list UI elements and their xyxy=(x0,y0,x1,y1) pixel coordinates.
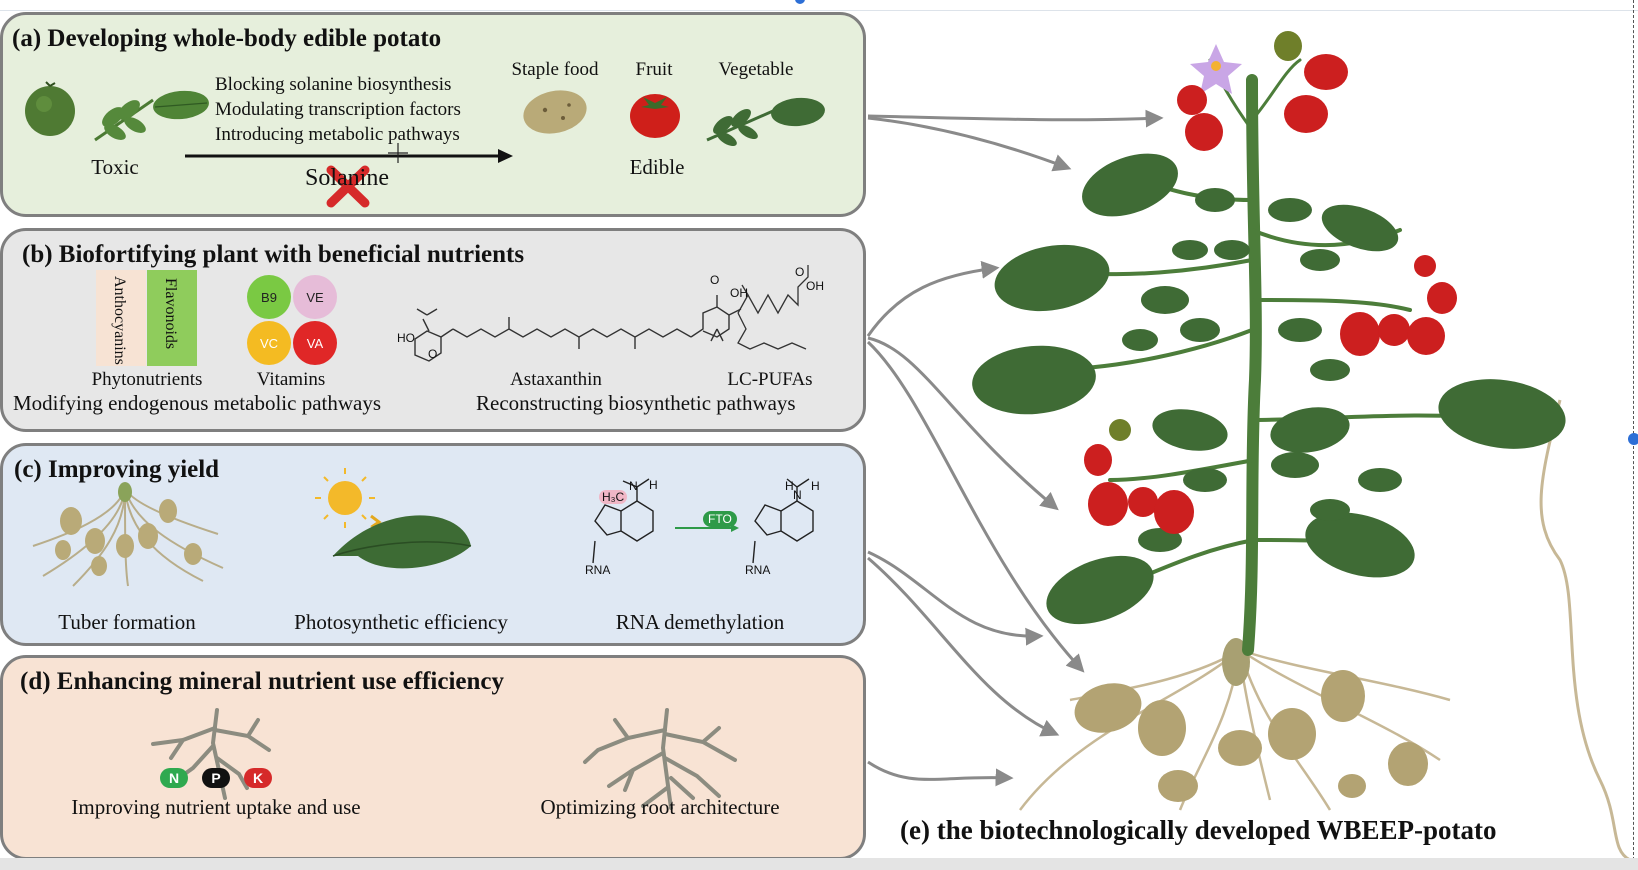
mol-label-o2: O xyxy=(710,273,720,287)
root-architecture-label: Optimizing root architecture xyxy=(540,795,780,819)
tuber-formation-label: Tuber formation xyxy=(58,610,196,634)
panel-d-mineral-nutrient: (d) Enhancing mineral nutrient use effic… xyxy=(0,655,866,860)
crosshair-cursor-icon xyxy=(388,143,408,163)
anthocyanins-label: Anthocyanins xyxy=(111,276,128,365)
selection-handle-top[interactable] xyxy=(795,0,805,4)
astaxanthin-structure xyxy=(414,295,742,362)
bottom-taskbar xyxy=(0,858,1638,870)
unripe-tomato-icon xyxy=(1109,419,1131,441)
mol-label-o1: O xyxy=(428,347,438,361)
amine-n-label-1: N xyxy=(629,479,638,493)
roots-icon xyxy=(1019,399,1631,862)
edible-label: Edible xyxy=(629,155,685,179)
flavonoids-label: Flavonoids xyxy=(162,278,179,350)
molecule-structures xyxy=(414,265,809,362)
nutrient-uptake-label: Improving nutrient uptake and use xyxy=(71,795,361,819)
toxic-label: Toxic xyxy=(91,155,139,179)
fto-arrow xyxy=(675,524,739,532)
rna-label-2: RNA xyxy=(745,563,771,577)
leaf-icon xyxy=(332,515,472,569)
methylated-adenine-structure xyxy=(592,478,654,564)
vitamin-ve-circle: VE xyxy=(293,275,337,319)
red-cross-icon xyxy=(326,165,370,208)
panel-b-biofortifying: (b) Biofortifying plant with beneficial … xyxy=(0,228,866,432)
rna-demethylation-label: RNA demethylation xyxy=(615,610,785,634)
panel-c-title: (c) Improving yield xyxy=(14,456,220,483)
panel-d-title: (d) Enhancing mineral nutrient use effic… xyxy=(20,668,505,695)
methyl-group-label: H₃C xyxy=(599,490,628,504)
amine-n-label-2: N xyxy=(793,488,802,502)
selection-handle-right[interactable] xyxy=(1628,433,1638,445)
adenine-structure xyxy=(752,478,814,564)
flavonoids-bar: Flavonoids xyxy=(147,270,197,366)
mol-label-oh1: OH xyxy=(730,286,748,300)
right-pathway-caption: Reconstructing biosynthetic pathways xyxy=(476,391,796,415)
panel-b-title: (b) Biofortifying plant with beneficial … xyxy=(22,241,525,268)
tomato-fruits-icon xyxy=(1084,54,1457,534)
vegetable-leaves-icon xyxy=(706,97,825,146)
amine-h-label-2: H xyxy=(785,479,794,493)
tomato-icon xyxy=(630,94,680,138)
photosynthetic-efficiency-label: Photosynthetic efficiency xyxy=(294,610,508,634)
anthocyanins-bar: Anthocyanins xyxy=(96,270,146,366)
connector-arrows xyxy=(866,109,1164,787)
lc-pufa-structure xyxy=(737,265,809,350)
vitamin-b9-circle: B9 xyxy=(247,275,291,319)
panel-a-illustrations xyxy=(25,81,825,208)
step-1: Blocking solanine biosynthesis xyxy=(215,74,452,95)
phosphorus-badge: P xyxy=(202,768,230,788)
mol-label-ho: HO xyxy=(397,331,415,345)
panel-a-edible-potato: (a) Developing whole-body edible potato xyxy=(0,12,866,217)
panel-c-yield: (c) Improving yield xyxy=(0,443,866,646)
rna-label-1: RNA xyxy=(585,563,611,577)
green-tomato-icon xyxy=(1274,31,1302,61)
toxic-leaves-icon xyxy=(94,90,209,142)
vitamin-va-circle: VA xyxy=(293,321,337,365)
green-berry-icon xyxy=(25,81,75,136)
left-pathway-caption: Modifying endogenous metabolic pathways xyxy=(13,391,382,415)
mol-label-o3: O xyxy=(795,265,805,279)
root-system-icon-2 xyxy=(583,708,737,810)
use-fruit: Fruit xyxy=(635,59,673,80)
amine-h-label-3: H xyxy=(811,479,820,493)
panel-a-title: (a) Developing whole-body edible potato xyxy=(12,25,442,52)
process-arrow xyxy=(185,149,513,163)
vitamins-label: Vitamins xyxy=(256,369,326,390)
tuber-cluster-icon xyxy=(32,482,224,587)
step-3: Introducing metabolic pathways xyxy=(215,124,460,145)
fto-enzyme-badge: FTO xyxy=(703,511,737,527)
leaves-icon xyxy=(972,153,1566,625)
amine-h-label-1: H xyxy=(649,478,658,492)
step-2: Modulating transcription factors xyxy=(215,99,461,120)
potassium-badge: K xyxy=(244,768,272,788)
use-vegetable: Vegetable xyxy=(718,59,794,80)
panel-c-illustrations xyxy=(32,468,814,587)
top-border-line xyxy=(0,10,1638,11)
lc-pufas-label: LC-PUFAs xyxy=(727,369,813,390)
tubers-icon xyxy=(1074,638,1428,802)
astaxanthin-label: Astaxanthin xyxy=(510,369,602,390)
phytonutrients-label: Phytonutrients xyxy=(91,369,203,390)
solanine-label: Solanine xyxy=(305,165,389,191)
panel-e-title: (e) the biotechnologically developed WBE… xyxy=(900,815,1497,845)
nitrogen-badge: N xyxy=(160,768,188,788)
potato-icon xyxy=(523,90,587,134)
use-staple-food: Staple food xyxy=(511,59,599,80)
mol-label-oh2: OH xyxy=(806,279,824,293)
vitamin-vc-circle: VC xyxy=(247,321,291,365)
flower-icon xyxy=(1190,44,1242,94)
